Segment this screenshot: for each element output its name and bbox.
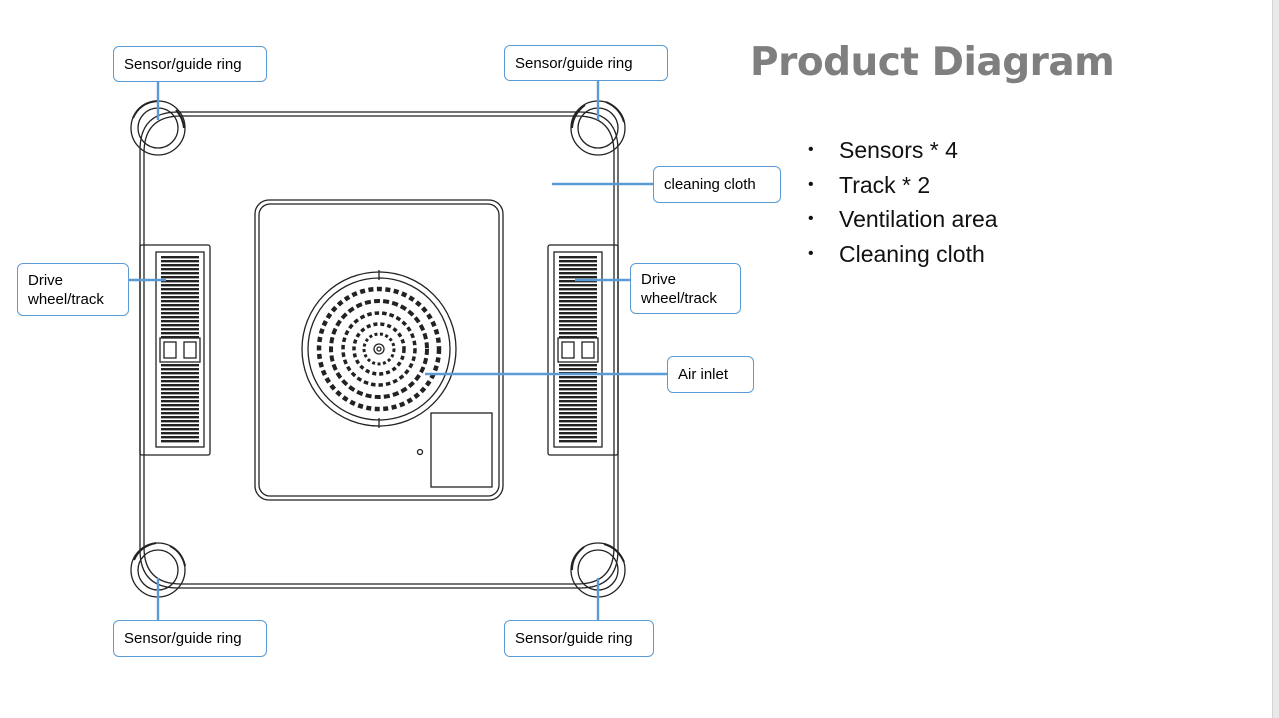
bullet-icon: • bbox=[808, 175, 814, 193]
leader-lines bbox=[128, 81, 668, 620]
label-plate bbox=[430, 412, 493, 488]
callout-drive-track-left: Drive wheel/track bbox=[17, 263, 129, 316]
bullet-icon: • bbox=[808, 141, 814, 158]
feature-text: Track * 2 bbox=[839, 171, 931, 198]
track-left bbox=[155, 251, 205, 448]
callout-drive-left-line1: Drive bbox=[28, 271, 64, 289]
callout-sensor-bottom-right: Sensor/guide ring bbox=[504, 620, 654, 657]
sensor-bottom-right bbox=[570, 542, 626, 598]
feature-text: Ventilation area bbox=[839, 206, 998, 232]
callout-drive-track-right: Drive wheel/track bbox=[630, 263, 741, 314]
page-title: Product Diagram bbox=[750, 40, 1115, 85]
air-inlet-grille bbox=[301, 271, 457, 427]
callout-cleaning-cloth: cleaning cloth bbox=[653, 166, 781, 203]
callout-drive-right-line2: wheel/track bbox=[641, 289, 717, 307]
track-right bbox=[553, 251, 603, 448]
feature-item: • Cleaning cloth bbox=[808, 237, 998, 272]
callout-air-inlet: Air inlet bbox=[667, 356, 754, 393]
scrollbar-track[interactable] bbox=[1272, 0, 1279, 718]
bullet-icon: • bbox=[808, 244, 814, 262]
feature-item: • Track * 2 bbox=[808, 168, 998, 203]
callout-drive-left-line2: wheel/track bbox=[28, 290, 104, 308]
robot-body bbox=[139, 111, 619, 589]
callout-sensor-bottom-left: Sensor/guide ring bbox=[113, 620, 267, 657]
feature-list: • Sensors * 4 • Track * 2 • Ventilation are… bbox=[808, 133, 998, 271]
feature-text: Sensors * 4 bbox=[839, 137, 958, 163]
feature-item: • Sensors * 4 bbox=[808, 133, 998, 168]
bullet-icon: • bbox=[808, 210, 814, 227]
sensor-top-left bbox=[130, 100, 186, 156]
callout-drive-right-line1: Drive bbox=[641, 270, 677, 288]
callout-sensor-top-left: Sensor/guide ring bbox=[113, 46, 267, 82]
callout-sensor-top-right: Sensor/guide ring bbox=[504, 45, 668, 81]
feature-item: • Ventilation area bbox=[808, 202, 998, 237]
center-panel bbox=[254, 199, 504, 501]
feature-text: Cleaning cloth bbox=[839, 240, 985, 267]
